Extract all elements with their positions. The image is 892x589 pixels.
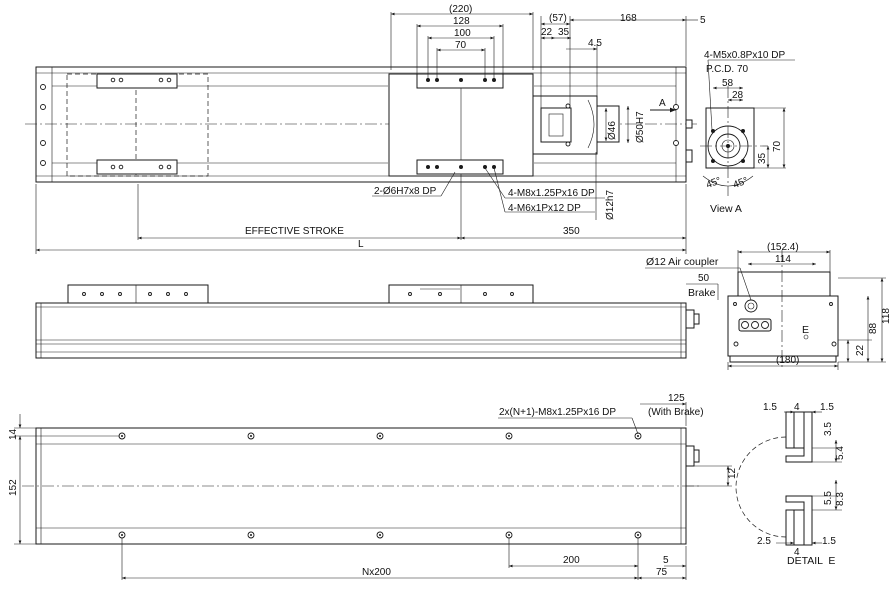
dim-100: 100 — [454, 28, 471, 39]
callout-m6: 4-M6x1Px12 DP — [508, 203, 581, 214]
dim-128: 128 — [453, 16, 470, 27]
angle-45-left: 45° — [705, 176, 723, 192]
dim-l: L — [358, 239, 364, 250]
callout-m5: 4-M5x0.8Px10 DP — [704, 50, 785, 61]
dim-35: 35 — [558, 27, 570, 38]
view-a: 4-M5x0.8Px10 DP P.C.D. 70 58 28 70 35 45… — [700, 50, 795, 215]
angle-45-right: 45° — [732, 176, 750, 192]
dim-168: 168 — [620, 13, 637, 24]
dim-12h7: Ø12h7 — [605, 190, 616, 220]
detail-1-5-a: 1.5 — [763, 402, 777, 413]
brake-dim-50: 50 — [698, 273, 710, 284]
dim-350: 350 — [563, 226, 580, 237]
dim-200: 200 — [563, 555, 580, 566]
dim-152-4: (152.4) — [767, 242, 799, 253]
dim-220: (220) — [449, 4, 472, 15]
dim-22-end: 22 — [855, 344, 866, 356]
dim-88: 88 — [868, 322, 879, 334]
pcd-70: P.C.D. 70 — [706, 64, 748, 75]
dim-125: 125 — [668, 393, 685, 404]
carriage-ghost-outline — [66, 73, 209, 177]
dim-12: 12 — [727, 467, 738, 479]
dim-4-5: 4.5 — [588, 38, 602, 49]
with-brake: (With Brake) — [648, 407, 704, 418]
effective-stroke: EFFECTIVE STROKE — [245, 226, 344, 237]
view-a-title: View A — [710, 203, 742, 215]
air-coupler: Ø12 Air coupler — [646, 256, 719, 268]
side-body-outline — [35, 302, 687, 359]
detail-2-5: 2.5 — [757, 536, 771, 547]
dim-70-a: 70 — [772, 140, 783, 152]
dim-22: 22 — [541, 27, 553, 38]
detail-e-marker: E — [802, 324, 809, 336]
callout-bottom-holes: 2x(N+1)-M8x1.25Px16 DP — [499, 407, 616, 418]
detail-5-4: 5.4 — [835, 446, 846, 460]
end-carriage — [737, 271, 831, 297]
dim-152: 152 — [8, 479, 19, 496]
detail-3-5: 3.5 — [823, 422, 834, 436]
end-view: (152.4) 114 Ø12 Air coupler E (180) 22 8… — [645, 242, 892, 370]
brake-label: Brake — [688, 287, 716, 299]
detail-4-bot: 4 — [794, 547, 800, 558]
dim-75: 75 — [656, 567, 668, 578]
mount-holes — [118, 432, 642, 539]
dim-46: Ø46 — [607, 121, 618, 140]
dim-114: 114 — [775, 254, 791, 265]
detail-1-5-c: 1.5 — [822, 536, 836, 547]
dim-5-top: 5 — [700, 15, 706, 26]
callout-dowel: 2-Ø6H7x8 DP — [374, 186, 437, 197]
detail-e: 1.5 4 1.5 3.5 5.4 5.5 8.3 2.5 4 1.5 DETA… — [735, 402, 846, 567]
detail-e-title: DETAIL E — [787, 555, 835, 567]
detail-8-3: 8.3 — [835, 492, 846, 506]
dim-70: 70 — [455, 40, 467, 51]
arrow-a-label: A — [659, 98, 666, 109]
dim-57: (57) — [549, 13, 567, 24]
dim-180: (180) — [776, 355, 799, 366]
dim-14: 14 — [8, 428, 19, 440]
top-view: (220) 128 100 70 (57) 168 5 22 35 4.5 Ø4… — [25, 4, 706, 254]
detail-1-5-b: 1.5 — [820, 402, 834, 413]
dim-35-a: 35 — [757, 152, 768, 164]
detail-4-top: 4 — [794, 402, 800, 413]
bottom-view: 2x(N+1)-M8x1.25Px16 DP 125 (With Brake) … — [8, 393, 738, 580]
side-view: 50 Brake — [35, 273, 719, 359]
dim-5-bottom: 5 — [663, 555, 669, 566]
dim-50h7: Ø50H7 — [635, 111, 646, 143]
dim-118: 118 — [881, 308, 892, 324]
detail-5-5: 5.5 — [823, 491, 834, 505]
dim-58: 58 — [722, 78, 734, 89]
callout-m8: 4-M8x1.25Px16 DP — [508, 188, 595, 199]
dim-28: 28 — [732, 90, 744, 101]
dim-nx200: Nx200 — [362, 567, 391, 578]
